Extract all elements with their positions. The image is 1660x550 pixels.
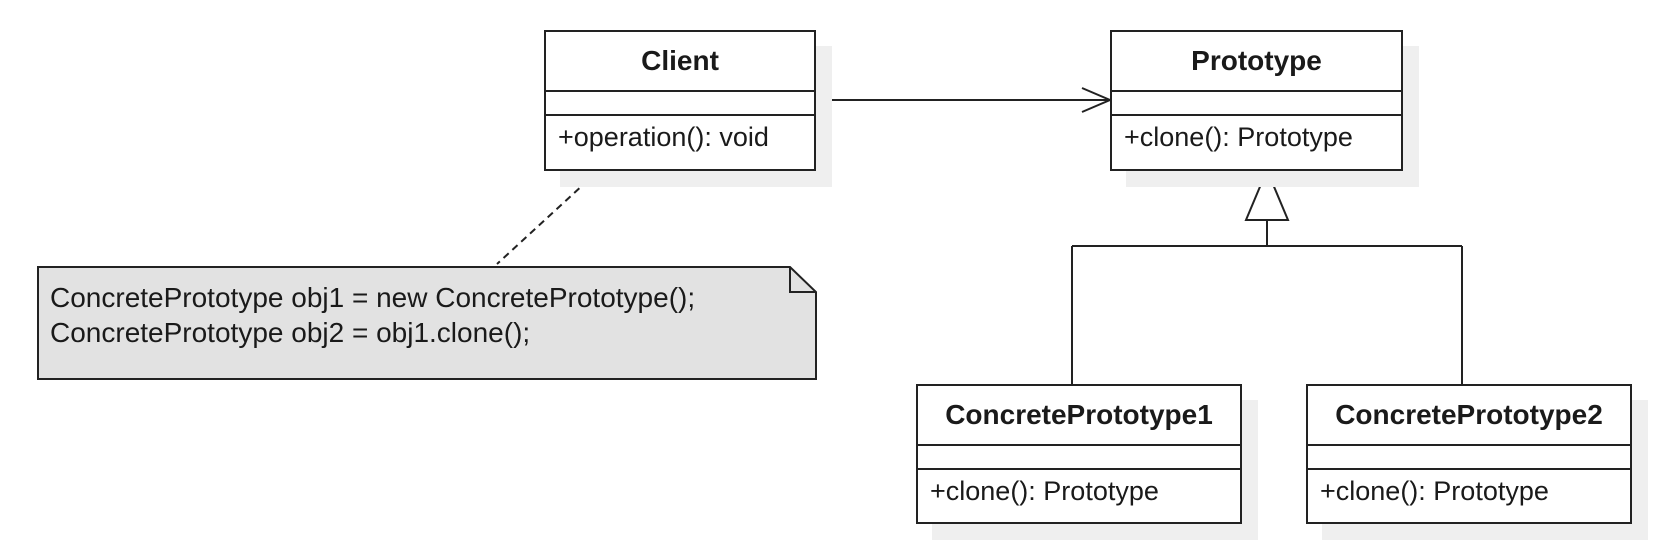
class-concrete-prototype-2[interactable]: ConcretePrototype2 +clone(): Prototype xyxy=(1306,384,1632,524)
class-client-attributes xyxy=(546,92,814,116)
class-client-operation: +operation(): void xyxy=(558,122,769,152)
class-concrete-prototype-2-attributes xyxy=(1308,446,1630,470)
class-prototype-name: Prototype xyxy=(1112,32,1401,92)
class-concrete-prototype-1-name: ConcretePrototype1 xyxy=(918,386,1240,446)
class-client[interactable]: Client +operation(): void xyxy=(544,30,816,171)
note-line-1: ConcretePrototype obj1 = new ConcretePro… xyxy=(50,282,696,313)
class-prototype-operation: +clone(): Prototype xyxy=(1124,122,1353,152)
class-concrete-prototype-1-operation: +clone(): Prototype xyxy=(930,476,1159,506)
note-text: ConcretePrototype obj1 = new ConcretePro… xyxy=(50,280,695,350)
class-prototype[interactable]: Prototype +clone(): Prototype xyxy=(1110,30,1403,171)
class-client-name: Client xyxy=(546,32,814,92)
code-note[interactable]: ConcretePrototype obj1 = new ConcretePro… xyxy=(37,266,817,380)
generalization-triangle xyxy=(1244,167,1290,221)
class-concrete-prototype-1-attributes xyxy=(918,446,1240,470)
class-concrete-prototype-1[interactable]: ConcretePrototype1 +clone(): Prototype xyxy=(916,384,1242,524)
class-concrete-prototype-2-name: ConcretePrototype2 xyxy=(1308,386,1630,446)
note-shape xyxy=(37,266,817,380)
class-prototype-attributes xyxy=(1112,92,1401,116)
class-concrete-prototype-2-operation: +clone(): Prototype xyxy=(1320,476,1549,506)
note-line-2: ConcretePrototype obj2 = obj1.clone(); xyxy=(50,317,531,348)
note-anchor-line xyxy=(496,171,598,265)
